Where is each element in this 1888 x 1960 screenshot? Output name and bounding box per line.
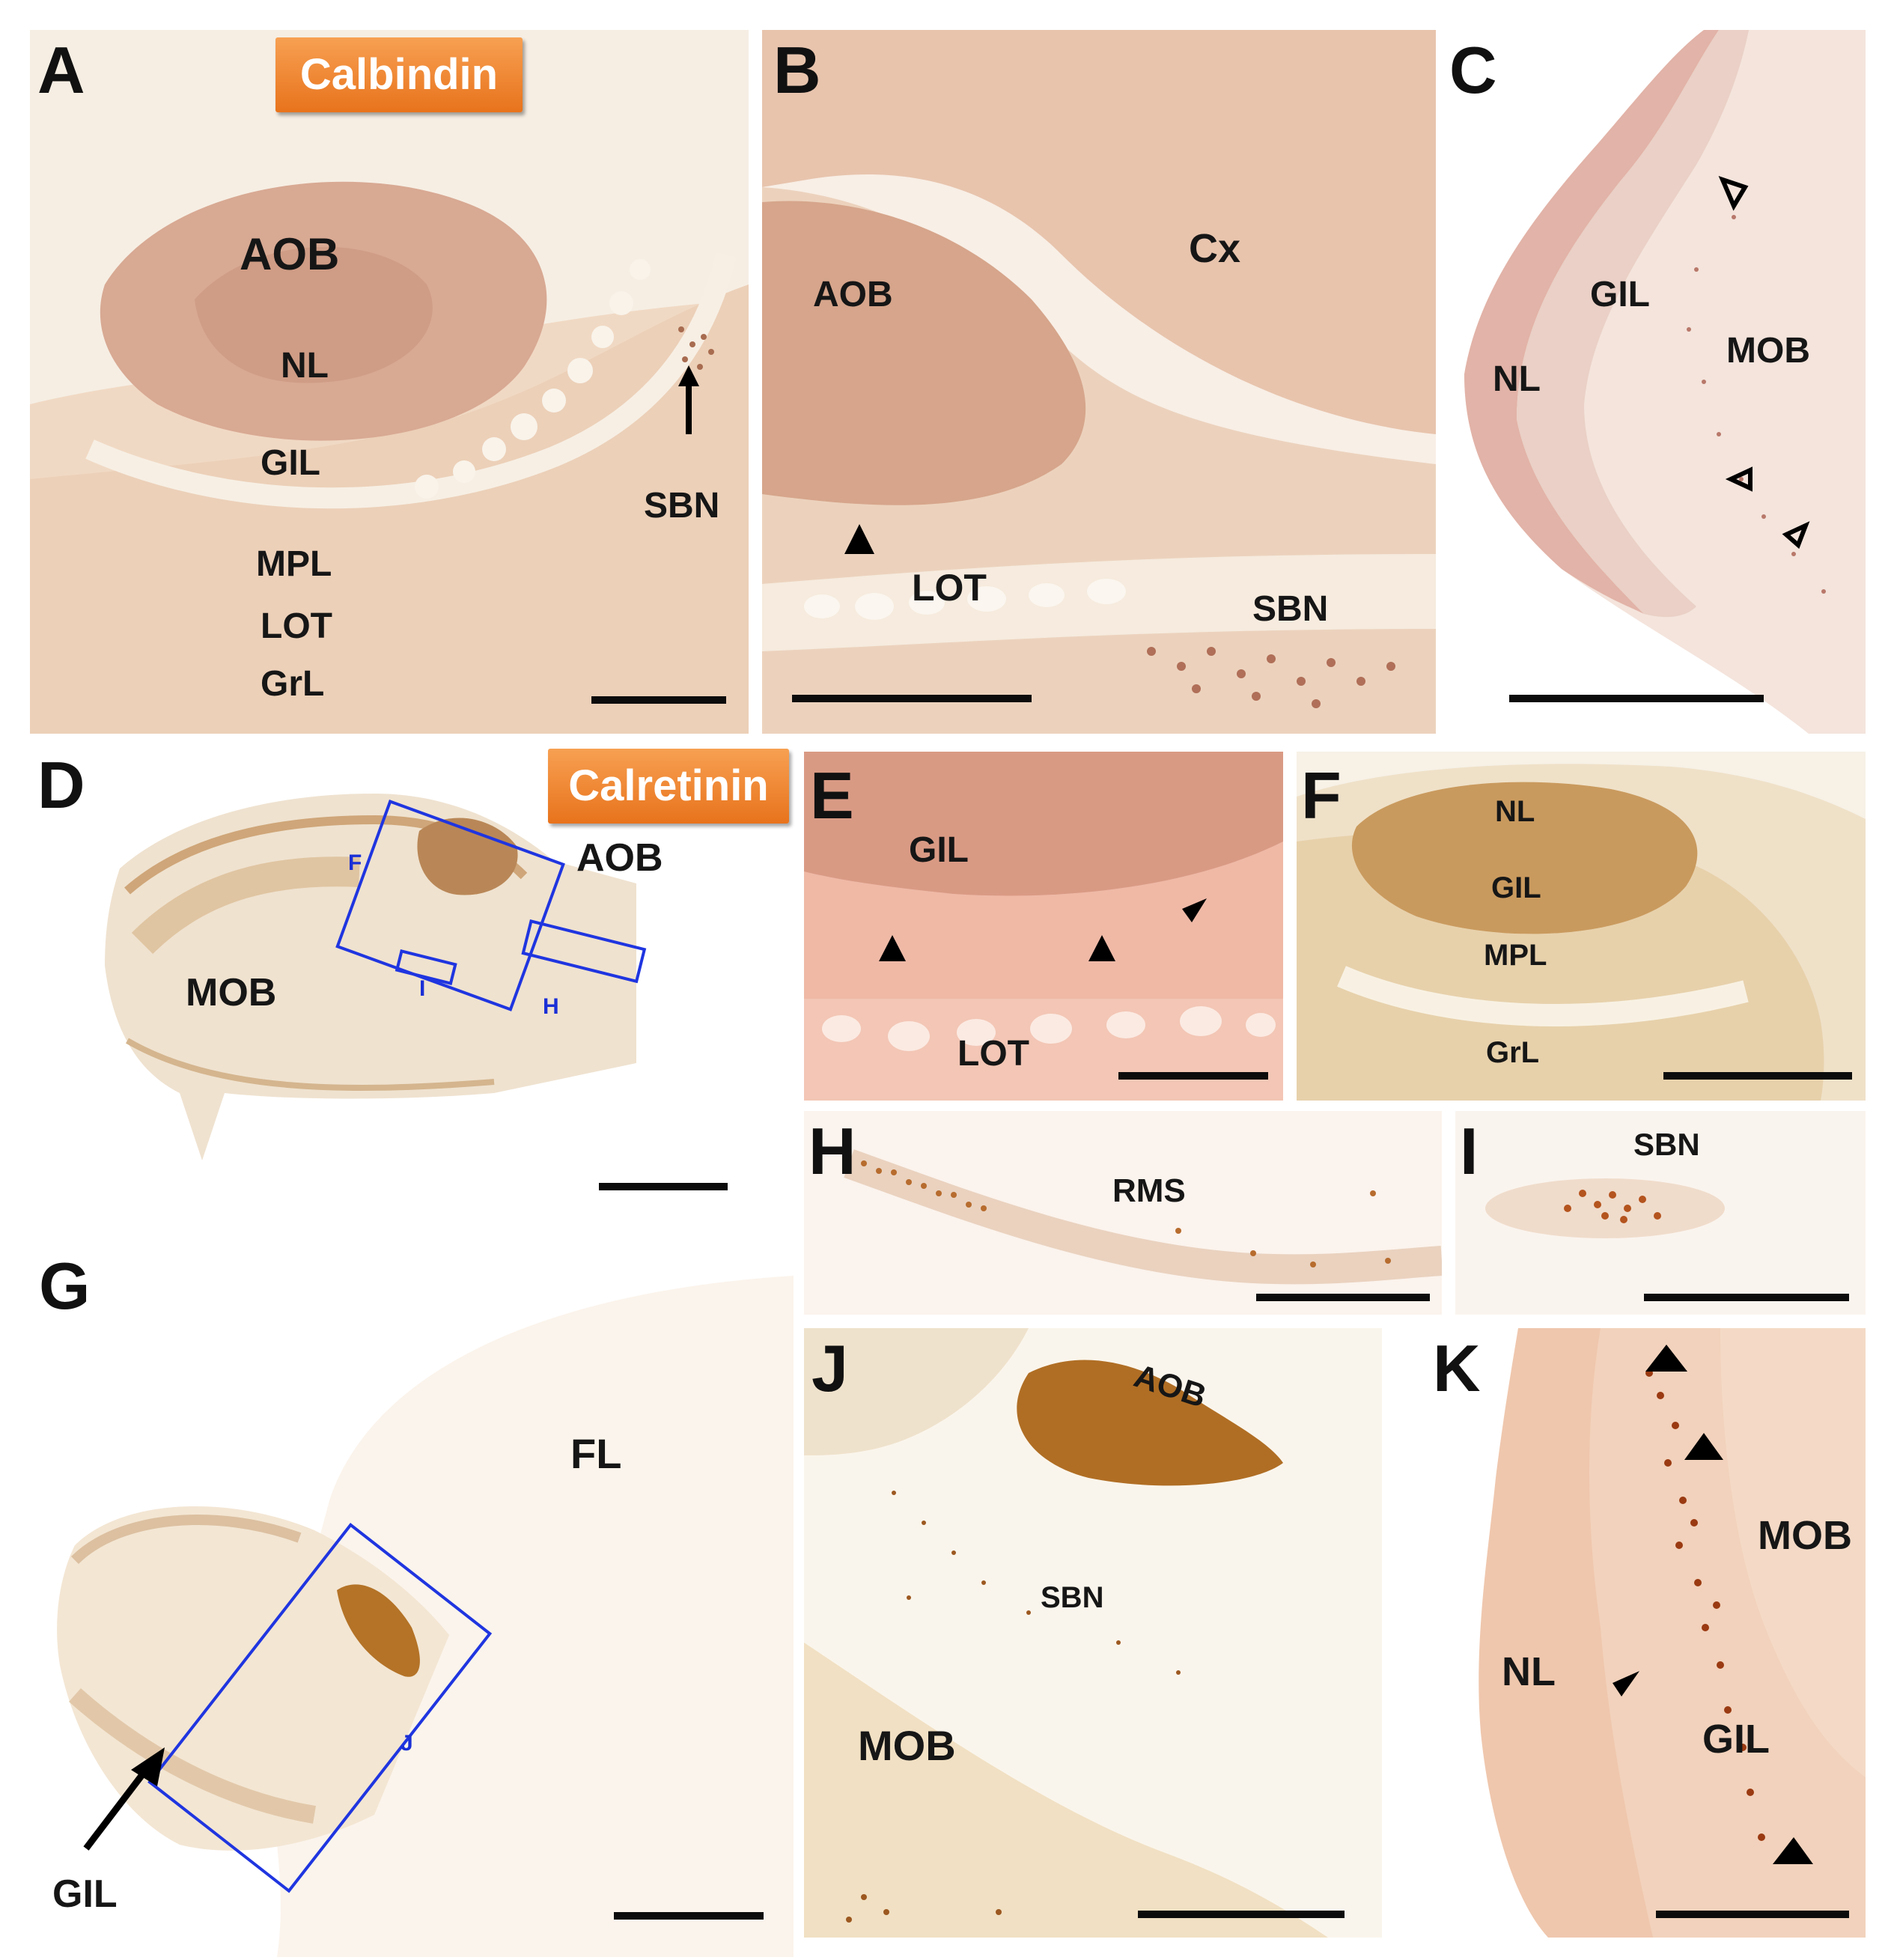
scale-bar <box>1509 695 1764 702</box>
label-grl: GrL <box>261 664 325 704</box>
label-mob: MOB <box>858 1722 956 1769</box>
panel-e-tissue <box>804 752 1283 1101</box>
panel-letter: A <box>37 33 85 107</box>
box-label-j: J <box>401 1731 413 1756</box>
label-aob: AOB <box>576 836 663 880</box>
label-gil: GIL <box>1491 871 1541 904</box>
panel-letter: E <box>810 758 854 833</box>
panel-letter: K <box>1433 1331 1481 1405</box>
panel-c-tissue <box>1464 30 1866 734</box>
label-sbn: SBN <box>1252 589 1329 629</box>
panel-i-tissue <box>1455 1111 1866 1315</box>
label-sbn: SBN <box>1633 1127 1700 1162</box>
label-mob: MOB <box>1758 1513 1852 1558</box>
panel-c: C GIL MOB NL <box>1449 30 1866 734</box>
stain-tag-calretinin: Calretinin <box>548 749 789 824</box>
box-label-f: F <box>348 850 362 875</box>
panel-b-tissue <box>762 30 1436 734</box>
gil-arrow <box>83 1747 165 1851</box>
label-sbn: SBN <box>1041 1581 1104 1614</box>
label-nl: NL <box>1493 359 1541 399</box>
box-label-h: H <box>543 994 559 1019</box>
scale-bar <box>792 695 1032 702</box>
label-mpl: MPL <box>1484 939 1547 972</box>
label-gil: GIL <box>52 1872 118 1916</box>
panel-a: A AOB NL GIL MPL LOT GrL SBN <box>30 30 749 734</box>
label-lot: LOT <box>912 567 987 609</box>
label-grl: GrL <box>1486 1036 1540 1069</box>
panel-k: K MOB NL GIL <box>1421 1328 1866 1938</box>
panel-d: D F I H AOB MOB <box>30 741 779 1235</box>
panel-letter: C <box>1449 33 1497 107</box>
label-nl: NL <box>1495 795 1535 828</box>
panel-g: G J FL GIL <box>30 1246 794 1957</box>
panel-e: E GIL LOT <box>804 752 1283 1101</box>
panel-d-tissue <box>105 794 636 1160</box>
scale-bar <box>614 1912 764 1920</box>
scale-bar <box>1138 1911 1345 1918</box>
panel-letter: D <box>37 748 85 822</box>
label-mpl: MPL <box>256 544 332 584</box>
label-sbn: SBN <box>644 486 720 526</box>
panel-f: F NL GIL MPL GrL <box>1297 752 1866 1101</box>
panel-k-tissue <box>1479 1328 1866 1938</box>
panel-b: B AOB Cx LOT SBN <box>762 30 1436 734</box>
label-mob: MOB <box>186 971 277 1014</box>
stain-tag-calbindin: Calbindin <box>275 37 523 112</box>
panel-h-tissue <box>804 1111 1442 1315</box>
label-mob: MOB <box>1726 331 1810 371</box>
label-gil: GIL <box>261 443 320 483</box>
panel-letter: I <box>1460 1114 1479 1188</box>
label-nl: NL <box>281 346 329 386</box>
panel-letter: G <box>39 1249 91 1323</box>
panel-f-tissue <box>1297 752 1866 1101</box>
panel-a-tissue <box>30 30 749 734</box>
label-gil: GIL <box>1590 275 1650 314</box>
scale-bar <box>1256 1294 1430 1301</box>
scale-bar <box>591 696 726 704</box>
panel-letter: J <box>811 1331 848 1405</box>
panel-j-tissue <box>804 1328 1382 1938</box>
label-fl: FL <box>570 1430 622 1477</box>
label-aob: AOB <box>240 229 340 279</box>
scale-bar <box>1656 1911 1849 1918</box>
scale-bar <box>1663 1072 1852 1080</box>
panel-letter: F <box>1301 758 1342 833</box>
panel-j: J AOB SBN MOB <box>804 1328 1382 1938</box>
label-lot: LOT <box>261 606 332 646</box>
box-label-i: I <box>419 976 426 1001</box>
scale-bar <box>599 1183 728 1190</box>
label-lot: LOT <box>957 1034 1029 1074</box>
label-aob: AOB <box>813 275 893 314</box>
label-rms: RMS <box>1112 1172 1186 1209</box>
scale-bar <box>1118 1072 1268 1080</box>
label-gil: GIL <box>1702 1717 1770 1762</box>
panel-i: I SBN <box>1455 1111 1866 1315</box>
panel-letter: H <box>809 1114 856 1188</box>
panel-h: H RMS <box>804 1111 1442 1315</box>
label-gil: GIL <box>909 830 969 870</box>
label-cx: Cx <box>1189 226 1241 271</box>
scale-bar <box>1644 1294 1849 1301</box>
panel-letter: B <box>773 33 821 107</box>
label-nl: NL <box>1502 1649 1556 1694</box>
